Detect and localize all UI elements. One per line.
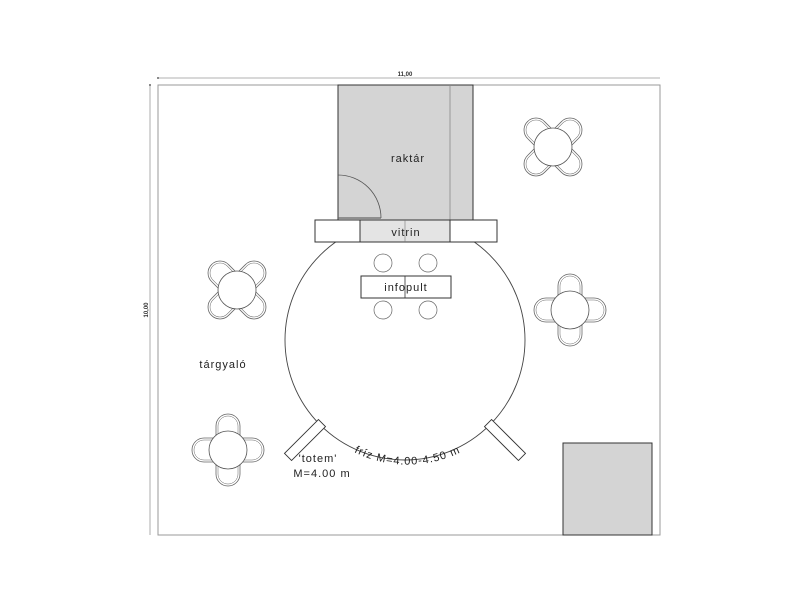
stool-icon <box>418 300 438 320</box>
chair-icon <box>217 460 239 485</box>
chair-icon <box>523 145 555 177</box>
chair-icon <box>207 260 239 292</box>
chair-icon <box>236 289 265 318</box>
chair-icon <box>235 260 267 292</box>
dimension-width: 11,00 <box>157 72 660 79</box>
table-icon <box>217 270 257 310</box>
table-with-chairs <box>523 117 583 177</box>
chair-icon <box>559 275 581 300</box>
door-swing-icon <box>337 174 382 219</box>
storage-label: raktár <box>391 153 425 165</box>
totem-left <box>283 418 327 462</box>
stool-icon <box>373 253 393 273</box>
chair-icon <box>559 320 581 345</box>
height-label: 10,00 <box>144 302 150 318</box>
chair-icon <box>523 117 555 149</box>
dimension-height: 10,00 <box>144 84 151 535</box>
table-with-chairs <box>191 413 265 487</box>
storage-block <box>562 442 653 536</box>
chair-icon <box>193 439 218 461</box>
stool-icon <box>418 253 438 273</box>
showcase: vitrin <box>314 219 498 243</box>
chair-icon <box>207 288 239 320</box>
chair-icon <box>235 288 267 320</box>
chair-icon <box>551 145 583 177</box>
showcase-label: vitrin <box>391 227 420 239</box>
chair-icon <box>209 262 238 291</box>
info-desk-label: infopult <box>384 282 427 294</box>
chair-icon <box>580 299 605 321</box>
table-with-chairs <box>533 273 607 347</box>
chair-icon <box>525 146 554 175</box>
frieze-label: fríz M=4.00-4.50 m <box>353 444 462 468</box>
chair-icon <box>552 146 581 175</box>
storage-room: raktár <box>337 84 474 221</box>
chair-icon <box>217 415 239 440</box>
chair-icon <box>535 299 560 321</box>
chair-icon <box>551 117 583 149</box>
chair-icon <box>525 119 554 148</box>
chair-icon <box>236 262 265 291</box>
meeting-area-label: tárgyaló <box>199 359 246 371</box>
stool-icon <box>373 300 393 320</box>
totem-name-label: 'totem' <box>299 453 338 465</box>
table-icon <box>550 290 590 330</box>
width-label: 11,00 <box>398 72 413 78</box>
chair-icon <box>552 119 581 148</box>
table-icon <box>208 430 248 470</box>
chair-icon <box>209 289 238 318</box>
chair-icon <box>238 439 263 461</box>
info-desk: infopult <box>360 253 452 320</box>
table-with-chairs <box>207 260 267 320</box>
table-icon <box>533 127 573 167</box>
totem-right <box>483 418 527 462</box>
totem-height-label: M=4.00 m <box>293 468 350 480</box>
